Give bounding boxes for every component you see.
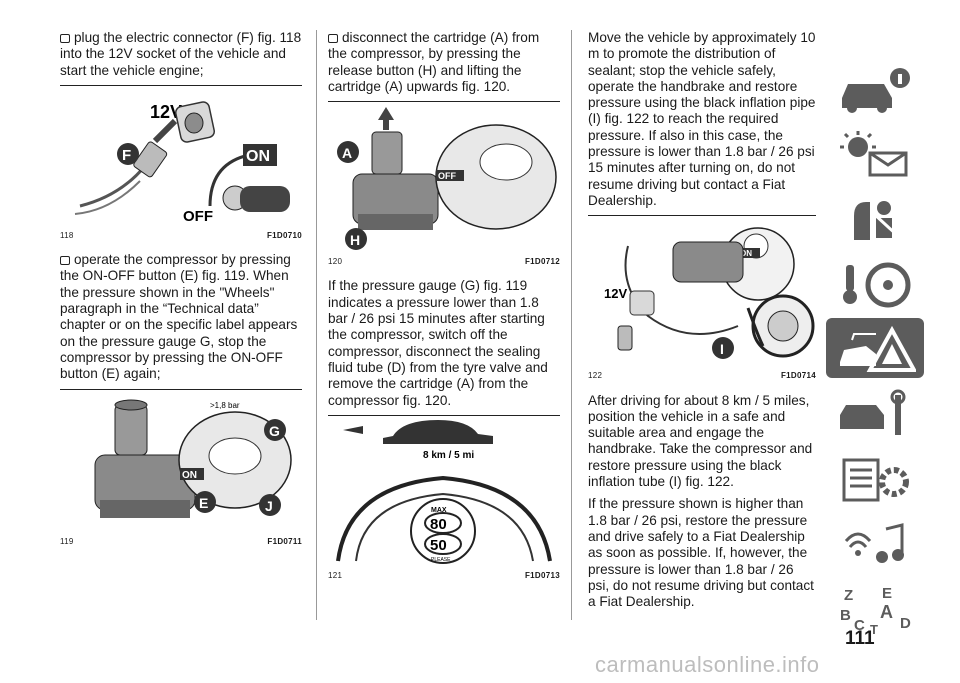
fig118-label-off: OFF xyxy=(183,208,213,225)
column-2: disconnect the cartridge (A) from the co… xyxy=(328,30,560,592)
tab-warning-lights[interactable] xyxy=(826,123,924,183)
tab-maintenance[interactable] xyxy=(826,383,924,443)
fig122-label-on: ON xyxy=(740,249,752,258)
starting-driving-icon xyxy=(843,262,911,308)
plug-connector-illustration: 12V F ON OFF xyxy=(74,101,290,225)
index-letter: C xyxy=(854,617,865,634)
technical-data-icon xyxy=(842,458,909,502)
fig121-label-80: 80 xyxy=(430,516,447,533)
fig122-label-i: I xyxy=(720,341,724,357)
fig121-label-max: MAX xyxy=(431,507,447,514)
multimedia-icon xyxy=(844,523,904,563)
tab-index[interactable]: Z E B A C D T xyxy=(826,578,924,638)
index-letter: B xyxy=(840,607,851,624)
watermark: carmanualsonline.info xyxy=(595,652,820,677)
chapter-sidebar: Z E B A C D T xyxy=(826,58,930,643)
inflation-pipe-illustration: ON 12V I xyxy=(604,227,815,360)
body-paragraph: If the pressure shown is higher than 1.8… xyxy=(588,496,814,610)
page-number: 111 xyxy=(845,628,875,649)
fig119-label-on: ON xyxy=(182,470,197,481)
fig119-label-e: E xyxy=(199,495,208,511)
fig120-label-h: H xyxy=(350,232,360,248)
cartridge-release-illustration: A H OFF xyxy=(337,107,557,251)
index-letter: T xyxy=(870,622,878,634)
index-letter: Z xyxy=(844,587,853,604)
tab-multimedia[interactable] xyxy=(826,513,924,573)
emergency-icon xyxy=(840,325,916,372)
fig120-label-off: OFF xyxy=(438,171,456,181)
step-paragraph: operate the compressor by pressing the O… xyxy=(60,252,298,382)
fig120-label-a: A xyxy=(342,145,352,161)
fig119-label-j: J xyxy=(265,498,273,514)
tab-starting-driving[interactable] xyxy=(826,253,924,313)
fig118-label-on: ON xyxy=(246,148,270,165)
car-info-icon xyxy=(842,68,910,113)
step-paragraph: disconnect the cartridge (A) from the co… xyxy=(328,30,540,94)
fig119-label-bar: >1,8 bar xyxy=(210,401,240,410)
safety-seatbelt-icon xyxy=(854,201,900,240)
fig122-label-12v: 12V xyxy=(604,286,627,301)
index-icon: Z E B A C D T xyxy=(840,585,911,634)
fig121-label-distance: 8 km / 5 mi xyxy=(423,450,474,461)
body-paragraph: Move the vehicle by approximately 10 m t… xyxy=(588,30,816,208)
checkbox-bullet-icon xyxy=(60,256,70,266)
index-letter: E xyxy=(882,585,892,602)
checkbox-bullet-icon xyxy=(328,34,338,43)
tab-emergency[interactable] xyxy=(826,318,924,378)
compressor-gauge-illustration: >1,8 bar G ON E J xyxy=(94,399,292,518)
column-separator xyxy=(316,30,317,620)
tab-knowing-vehicle[interactable] xyxy=(826,58,924,118)
fig118-label-f: F xyxy=(122,147,131,164)
body-paragraph: If the pressure gauge (G) fig. 119 indic… xyxy=(328,278,548,408)
fig119-label-g: G xyxy=(269,423,280,439)
fig121-label-50: 50 xyxy=(430,537,447,554)
warning-lights-icon xyxy=(840,131,908,177)
column-1: plug the electric connector (F) fig. 118… xyxy=(60,30,302,558)
tab-technical-data[interactable] xyxy=(826,448,924,508)
column-separator xyxy=(571,30,572,620)
checkbox-bullet-icon xyxy=(60,34,70,43)
fig118-label-12v: 12V xyxy=(150,102,182,122)
body-paragraph: After driving for about 8 km / 5 miles, … xyxy=(588,392,813,490)
drive-speed-limit-illustration: 8 km / 5 mi MAX 80 50 PLEASE xyxy=(336,419,552,564)
fig121-label-sub: PLEASE xyxy=(431,557,451,563)
step-paragraph: plug the electric connector (F) fig. 118… xyxy=(60,30,302,78)
tab-safety[interactable] xyxy=(826,188,924,248)
column-3: Move the vehicle by approximately 10 m t… xyxy=(588,30,816,616)
index-letter: D xyxy=(900,615,911,632)
maintenance-icon xyxy=(840,389,906,435)
index-letter: A xyxy=(880,602,893,622)
